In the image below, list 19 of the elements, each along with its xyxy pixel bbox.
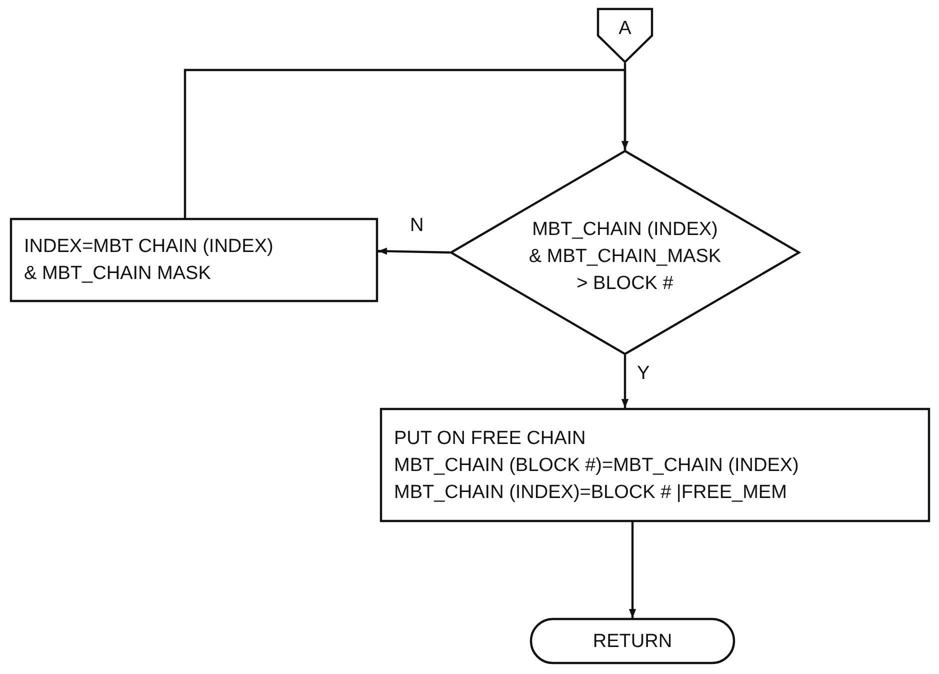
- process-box: [10, 218, 378, 302]
- offpage-connector: [597, 8, 653, 63]
- process-box: [380, 408, 930, 522]
- condition-text: & MBT_CHAIN_MASK: [528, 245, 722, 269]
- statement-text: & MBT_CHAIN MASK: [24, 262, 211, 286]
- condition-text: MBT_CHAIN (INDEX): [532, 218, 718, 242]
- connector-label: A: [618, 17, 632, 41]
- statement-text: PUT ON FREE CHAIN: [394, 426, 586, 450]
- arrow: [628, 522, 636, 618]
- statement-text: INDEX=MBT CHAIN (INDEX): [24, 235, 274, 259]
- arrow: [184, 68, 629, 218]
- decision-diamond: [450, 150, 800, 355]
- arrow: [621, 355, 629, 408]
- statement-text: MBT_CHAIN (INDEX)=BLOCK # |FREE_MEM: [394, 480, 787, 504]
- terminal-box: [530, 618, 735, 664]
- arrow: [378, 248, 450, 255]
- condition-text: > BLOCK #: [576, 272, 674, 296]
- statement-text: RETURN: [592, 630, 672, 654]
- statement-text: MBT_CHAIN (BLOCK #)=MBT_CHAIN (INDEX): [394, 454, 799, 478]
